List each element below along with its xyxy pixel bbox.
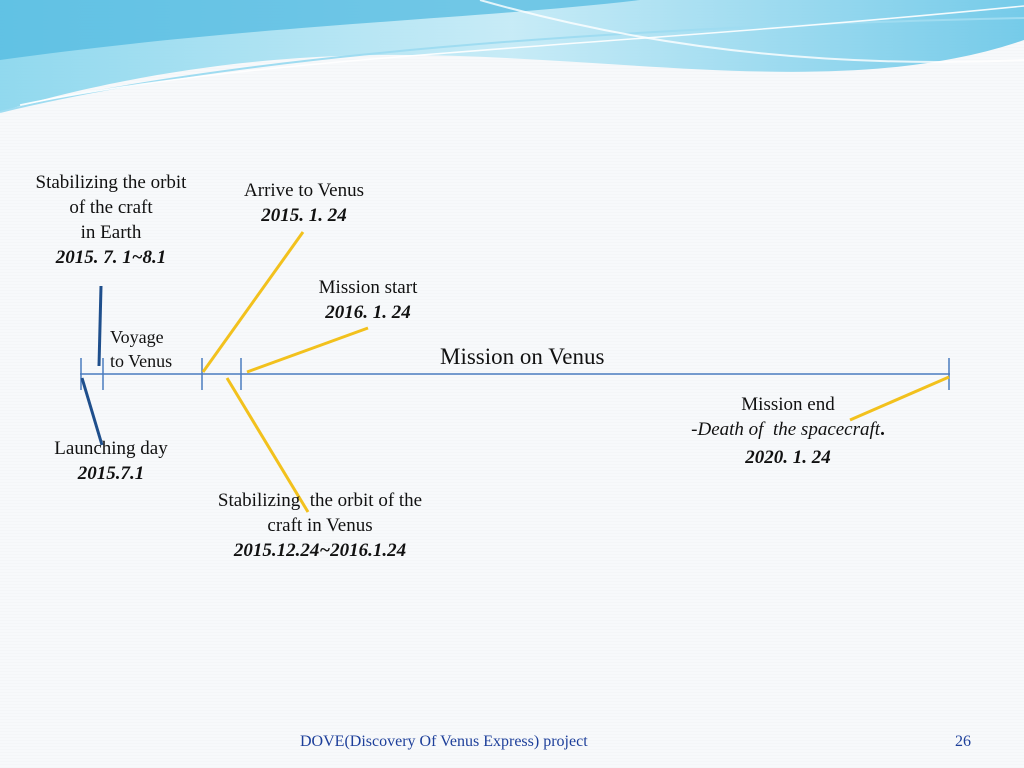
label-mission-end: Mission end -Death of the spacecraft. 20… xyxy=(668,392,908,470)
label-voyage: Voyage to Venus xyxy=(110,325,172,373)
label-mission-start: Mission start 2016. 1. 24 xyxy=(288,275,448,325)
earth-orbit-line3: in Earth xyxy=(80,222,142,243)
earth-orbit-line1: Stabilizing the orbit xyxy=(35,172,187,193)
mission-end-subtitle-suffix: . xyxy=(880,419,885,440)
launch-date: 2015.7.1 xyxy=(77,463,145,484)
venus-orbit-date: 2015.12.24~2016.1.24 xyxy=(233,540,407,561)
earth-orbit-line2: of the craft xyxy=(69,197,153,218)
mission-start-title: Mission start xyxy=(318,277,418,298)
mission-end-title: Mission end xyxy=(741,394,835,415)
label-venus-orbit: Stabilizing the orbit of the craft in Ve… xyxy=(190,488,450,563)
callout-arrive xyxy=(201,231,305,373)
mission-end-date: 2020. 1. 24 xyxy=(745,447,831,468)
arrive-date: 2015. 1. 24 xyxy=(261,205,347,226)
header-wave-decoration xyxy=(0,0,1024,113)
mission-end-subtitle-text: Death of the spacecraft xyxy=(697,419,881,440)
launch-title: Launching day xyxy=(54,438,168,459)
mission-start-date: 2016. 1. 24 xyxy=(325,302,411,323)
voyage-line1: Voyage xyxy=(110,327,164,347)
label-arrive: Arrive to Venus 2015. 1. 24 xyxy=(214,178,394,228)
venus-orbit-line2: craft in Venus xyxy=(267,515,373,536)
footer-project-name: DOVE(Discovery Of Venus Express) project xyxy=(300,733,588,750)
arrive-title: Arrive to Venus xyxy=(244,180,364,201)
label-mission-on-venus: Mission on Venus xyxy=(440,344,605,369)
footer-page-number: 26 xyxy=(955,733,971,750)
label-earth-orbit: Stabilizing the orbit of the craft in Ea… xyxy=(10,170,212,270)
label-launch: Launching day 2015.7.1 xyxy=(20,436,202,486)
callout-launch xyxy=(80,377,104,446)
voyage-line2: to Venus xyxy=(110,351,173,371)
earth-orbit-date: 2015. 7. 1~8.1 xyxy=(55,247,167,268)
callout-venus-orbit xyxy=(225,377,310,513)
callout-mission-start xyxy=(246,326,369,374)
mission-end-subtitle: -Death of the spacecraft. xyxy=(668,417,908,442)
mission-end-subtitle-prefix: - xyxy=(691,419,698,440)
callout-earth-orbit xyxy=(97,285,103,367)
venus-orbit-line1: Stabilizing the orbit of the xyxy=(217,490,423,511)
callout-mission-end xyxy=(849,375,950,422)
